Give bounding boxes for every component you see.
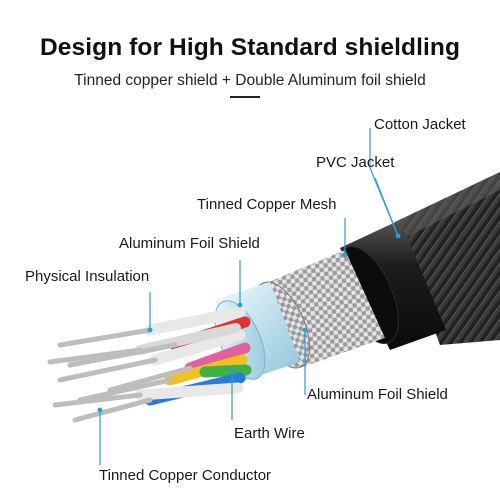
cotton-jacket-segment: [395, 172, 500, 345]
label-aluminum-foil-shield-bottom: Aluminum Foil Shield: [307, 386, 448, 403]
subtitle-left: Tinned copper shield: [74, 72, 218, 89]
subtitle-right: Double Aluminum foil shield: [235, 72, 426, 89]
label-tinned-copper-mesh: Tinned Copper Mesh: [197, 196, 337, 213]
tinned-copper-conductors: [47, 327, 193, 423]
label-pvc-jacket: PVC Jacket: [316, 154, 395, 171]
page-subtitle: Tinned copper shield + Double Aluminum f…: [0, 72, 500, 90]
label-earth-wire: Earth Wire: [234, 425, 305, 442]
leader-dots: [97, 233, 401, 413]
leader-lines: [99, 128, 399, 465]
subtitle-underline: [230, 96, 260, 98]
subtitle-plus: +: [221, 72, 231, 89]
label-aluminum-foil-shield-top: Aluminum Foil Shield: [119, 235, 260, 252]
label-tinned-copper-conductor: Tinned Copper Conductor: [99, 467, 272, 484]
insulated-wires: [134, 306, 252, 406]
page-title: Design for High Standard shieldling: [39, 34, 461, 61]
label-physical-insulation: Physical Insulation: [25, 268, 150, 285]
label-cotton-jacket: Cotton Jacket: [374, 116, 466, 133]
